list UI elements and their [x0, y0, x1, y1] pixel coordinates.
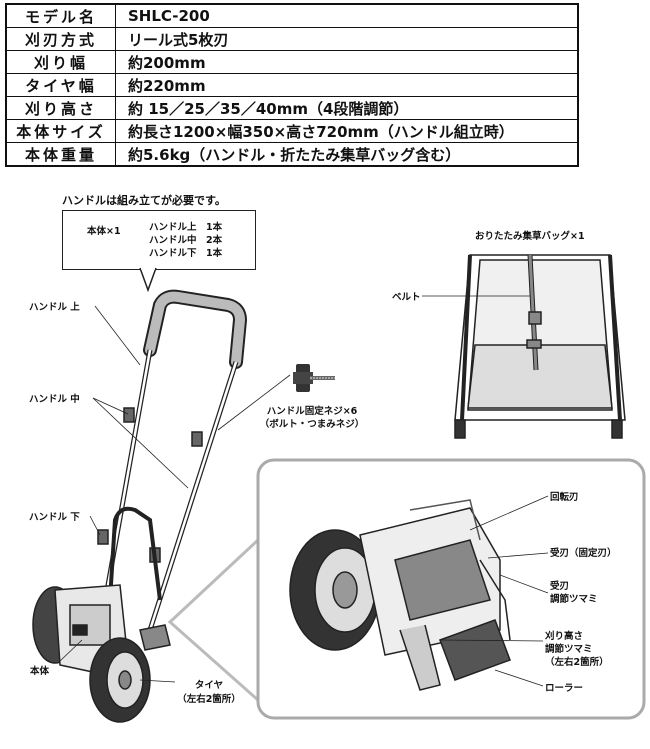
spec-row: 刈刃方式リール式5枚刃 [5, 27, 579, 51]
detail-leaders [439, 495, 549, 687]
label-tire-title: タイヤ [194, 680, 224, 691]
bag-illustration [454, 254, 626, 439]
contents-handle-lower: ハンドル下 1本 [149, 248, 223, 259]
label-fixed-blade: 受刃（固定刃） [550, 548, 617, 559]
label-height-line3: （左右2箇所） [545, 657, 609, 668]
spec-row: 刈り幅約200mm [5, 50, 579, 74]
screw-icon [293, 364, 335, 392]
label-handle-middle: ハンドル 中 [29, 394, 80, 405]
spec-value: 約220mm [115, 73, 579, 97]
contents-handles: ハンドル上 1本 ハンドル中 2本 ハンドル下 1本 [149, 221, 222, 260]
label-screw-note: （ボルト・つまみネジ） [259, 419, 365, 430]
label-roller: ローラー [545, 683, 584, 694]
label-height-line1: 刈り高さ [545, 631, 584, 642]
contents-body: 本体×1 [87, 226, 121, 237]
spec-key: モデル名 [5, 3, 116, 28]
spec-value: リール式5枚刃 [115, 27, 579, 51]
label-fixed-knob: 受刃 調節ツマミ [550, 580, 598, 606]
spec-key: 刈り高さ [5, 96, 116, 120]
label-bag: おりたたみ集草バッグ×1 [475, 231, 585, 242]
label-rotary-blade: 回転刃 [550, 492, 579, 503]
label-tire: タイヤ （左右2箇所） [174, 677, 244, 705]
spec-key: 刈り幅 [5, 50, 116, 74]
label-belt: ベルト [392, 292, 421, 303]
label-screw: ハンドル固定ネジ×6 （ボルト・つまみネジ） [252, 405, 372, 431]
spec-value: 約200mm [115, 50, 579, 74]
label-height-knob: 刈り高さ 調節ツマミ （左右2箇所） [545, 630, 609, 669]
label-height-line2: 調節ツマミ [545, 644, 593, 655]
contents-handle-middle: ハンドル中 2本 [149, 235, 223, 246]
spec-row: 刈り高さ約 15／25／35／40mm（4段階調節） [5, 96, 579, 120]
contents-handle-upper: ハンドル上 1本 [149, 222, 223, 233]
spec-row: 本体重量約5.6kg（ハンドル・折たたみ集草バッグ含む） [5, 142, 579, 167]
spec-key: 本体サイズ [5, 119, 116, 143]
spec-value: 約 15／25／35／40mm（4段階調節） [115, 96, 579, 120]
label-tire-note: （左右2箇所） [177, 694, 241, 705]
spec-key: 本体重量 [5, 142, 116, 167]
label-fixed-knob-line2: 調節ツマミ [550, 594, 598, 605]
spec-row: 本体サイズ約長さ1200×幅350×高さ720mm（ハンドル組立時） [5, 119, 579, 143]
label-handle-lower: ハンドル 下 [29, 512, 80, 523]
label-fixed-knob-line1: 受刃 [550, 581, 570, 592]
contents-callout: 本体×1 ハンドル上 1本 ハンドル中 2本 ハンドル下 1本 [62, 210, 256, 270]
assembly-note: ハンドルは組み立てが必要です。 [62, 194, 226, 207]
mower-leaders [59, 305, 189, 683]
spec-value: 約長さ1200×幅350×高さ720mm（ハンドル組立時） [115, 119, 579, 143]
spec-value: 約5.6kg（ハンドル・折たたみ集草バッグ含む） [115, 142, 579, 167]
label-body: 本体 [30, 666, 50, 677]
label-screw-title: ハンドル固定ネジ×6 [266, 406, 358, 417]
label-handle-upper: ハンドル 上 [29, 302, 80, 313]
